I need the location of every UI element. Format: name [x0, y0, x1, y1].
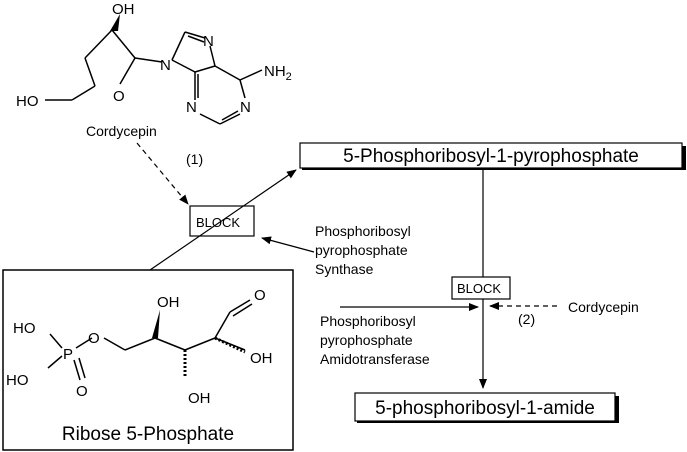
amide-box — [354, 392, 616, 422]
ribose-label: Ribose 5-Phosphate — [62, 424, 234, 445]
synthase-line1: Phosphoribosyl — [315, 223, 411, 239]
ribose-box — [2, 269, 294, 451]
cordycepin-label: Cordycepin — [86, 123, 157, 139]
cordycepin-n7: N — [203, 33, 214, 50]
amidotransferase-line1: Phosphoribosyl — [320, 313, 416, 329]
cordycepin-structure — [45, 14, 263, 125]
block1-box — [189, 205, 255, 237]
ribose-oh-c3: OH — [188, 390, 211, 407]
amide-label: 5-phosphoribosyl-1-amide — [375, 398, 595, 419]
step1-marker: (1) — [186, 151, 203, 167]
synthase-arrow — [261, 236, 315, 253]
ribose-oh-c2: OH — [250, 350, 273, 367]
prpp-label: 5-Phosphoribosyl-1-pyrophosphate — [343, 146, 639, 167]
synthase-line2: pyrophosphate — [315, 242, 408, 258]
ribose-o-double: O — [76, 383, 88, 400]
ribose-ho-top: HO — [13, 320, 36, 337]
ribose-o-aldehyde: O — [254, 287, 266, 304]
block2-box — [451, 276, 511, 300]
ribose-c4-wedge — [152, 310, 160, 338]
cordycepin-ho-left: HO — [16, 93, 39, 110]
ribose-ho-bottom: HO — [6, 372, 29, 389]
step2-marker: (2) — [518, 311, 535, 327]
ribose-to-prpp-arrow — [149, 169, 297, 271]
ribose-o-link: O — [88, 330, 100, 347]
prpp-box — [299, 142, 683, 169]
cordycepin-n3: N — [186, 99, 197, 116]
ribose-oh-c4: OH — [157, 294, 180, 311]
block2-label: BLOCK — [457, 281, 501, 296]
ribose-structure — [47, 299, 253, 381]
cordycepin-n1: N — [240, 99, 251, 116]
amidotransferase-line3: Amidotransferase — [320, 351, 430, 367]
ribose-phosphorus: P — [63, 346, 73, 363]
synthase-line3: Synthase — [315, 261, 374, 277]
cordycepin-n9: N — [160, 57, 171, 74]
cordycepin2-label: Cordycepin — [568, 299, 639, 315]
cordycepin-nh2: NH2 — [264, 63, 292, 83]
block1-label: BLOCK — [196, 215, 240, 230]
cordycepin-ring-o: O — [113, 88, 125, 105]
cordycepin-oh-top: OH — [112, 1, 135, 18]
amidotransferase-line2: pyrophosphate — [320, 332, 413, 348]
cordycepin-to-block1-arrow — [136, 142, 189, 205]
